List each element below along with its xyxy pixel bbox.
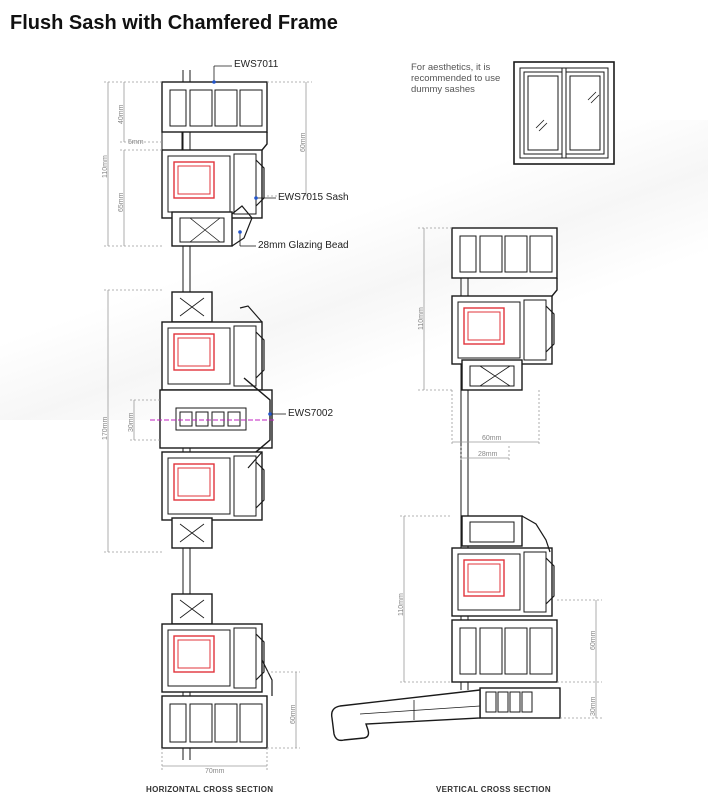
- horizontal-cross-section: [104, 65, 312, 770]
- callout-glazing-bead: 28mm Glazing Bead: [258, 240, 349, 251]
- dim-label: 60mm: [482, 435, 502, 442]
- aesthetic-note: For aesthetics, it is recommended to use…: [411, 62, 501, 95]
- page-title: Flush Sash with Chamfered Frame: [10, 12, 338, 34]
- callout-mullion: EWS7002: [288, 408, 334, 419]
- dim-label: 110mm: [102, 155, 109, 178]
- dim-label: 65mm: [118, 192, 125, 212]
- dim-label: 40mm: [118, 104, 125, 124]
- caption-horizontal: HORIZONTAL CROSS SECTION: [146, 785, 274, 794]
- dim-label: 30mm: [590, 696, 597, 716]
- dim-label: 170mm: [102, 416, 109, 440]
- dim-label: 30mm: [128, 412, 135, 432]
- vertical-cross-section: [330, 227, 602, 742]
- caption-vertical: VERTICAL CROSS SECTION: [436, 785, 551, 794]
- dim-label: 110mm: [398, 593, 405, 616]
- dim-label: 28mm: [478, 451, 498, 458]
- dim-label: 110mm: [418, 307, 425, 330]
- dim-label: 60mm: [590, 630, 597, 650]
- callout-sash: EWS7015 Sash: [278, 192, 349, 203]
- callout-ews7011: EWS7011: [234, 59, 279, 70]
- dim-label: 60mm: [290, 704, 297, 724]
- dim-label: 5mm: [128, 139, 144, 146]
- elevation-icon: [513, 61, 615, 165]
- dim-label: 60mm: [300, 132, 307, 152]
- dim-label: 70mm: [205, 768, 225, 775]
